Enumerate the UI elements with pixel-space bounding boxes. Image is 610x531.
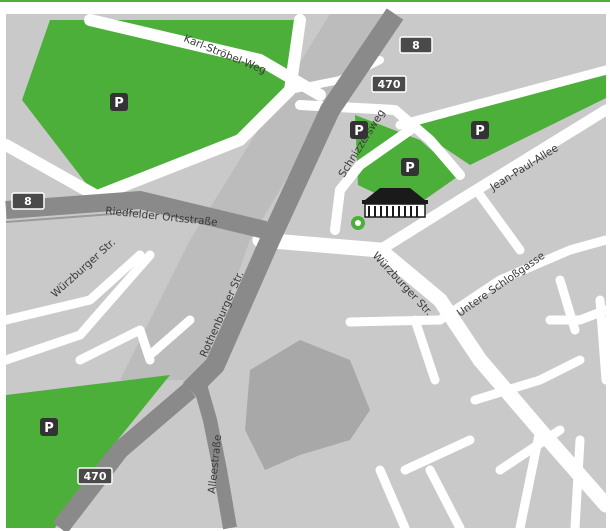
- svg-text:P: P: [114, 96, 124, 111]
- parking-icon[interactable]: P: [471, 121, 489, 139]
- park-southwest: [6, 375, 170, 528]
- minor-roads: [0, 14, 610, 531]
- svg-text:470: 470: [84, 470, 107, 483]
- svg-text:P: P: [475, 124, 485, 139]
- route-badge-470-top: 470: [371, 75, 407, 93]
- park-jean-paul: [410, 75, 606, 165]
- parking-icon[interactable]: P: [110, 93, 128, 111]
- svg-text:470: 470: [378, 78, 401, 91]
- parking-icon[interactable]: P: [40, 418, 58, 436]
- svg-text:P: P: [354, 124, 364, 139]
- location-marker-icon[interactable]: [351, 216, 365, 230]
- frame-top-line: [0, 0, 610, 2]
- svg-text:8: 8: [24, 195, 32, 208]
- road-edge-line: [5, 211, 141, 223]
- route-badge-470-bottom: 470: [77, 467, 113, 485]
- route-badge-8-top: 8: [399, 36, 433, 54]
- svg-text:P: P: [44, 421, 54, 436]
- parking-icon[interactable]: P: [350, 121, 368, 139]
- building-block: [245, 340, 370, 470]
- route-badge-8-left: 8: [11, 192, 45, 210]
- main-roads: [5, 8, 404, 531]
- parking-icon[interactable]: P: [401, 158, 419, 176]
- svg-text:P: P: [405, 161, 415, 176]
- svg-text:8: 8: [412, 39, 420, 52]
- park-northwest: [22, 20, 300, 195]
- castle-building-icon: [362, 188, 428, 218]
